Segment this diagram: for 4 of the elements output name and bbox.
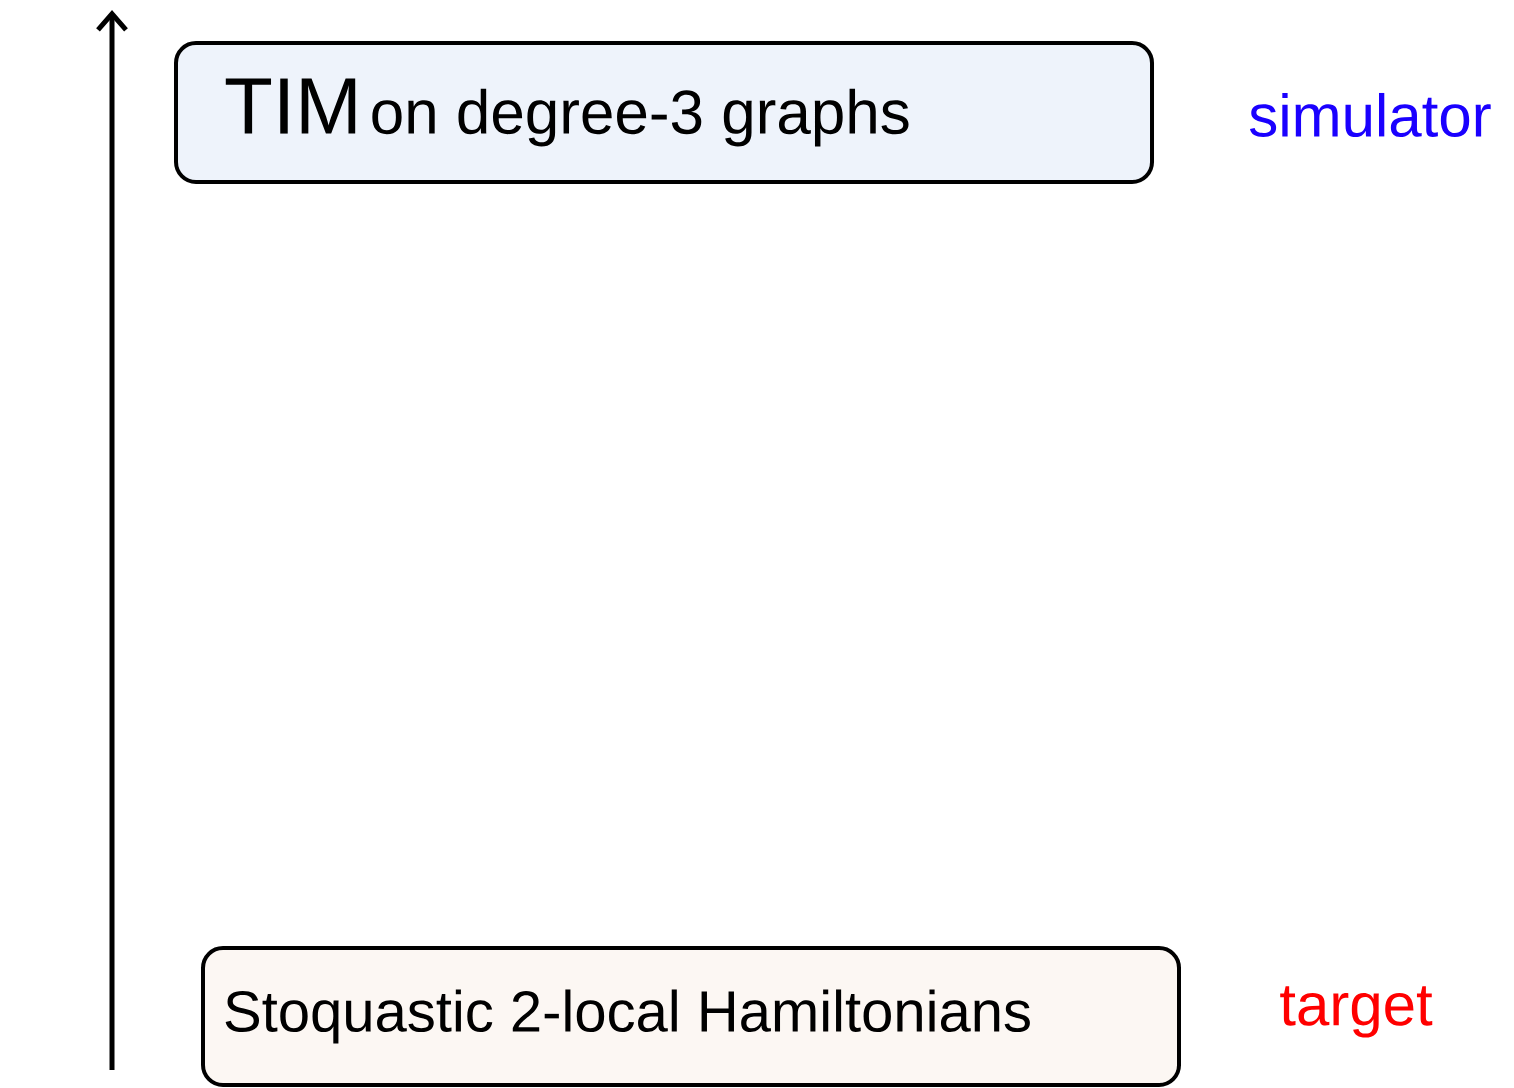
side-label: target <box>1280 986 1433 1038</box>
side-label: simulator <box>1250 92 1491 138</box>
rounded-box: TIM on degree-3 graphs <box>174 41 1154 184</box>
rounded-box: Stoquastic 2-local Hamiltonians <box>201 946 1181 1087</box>
